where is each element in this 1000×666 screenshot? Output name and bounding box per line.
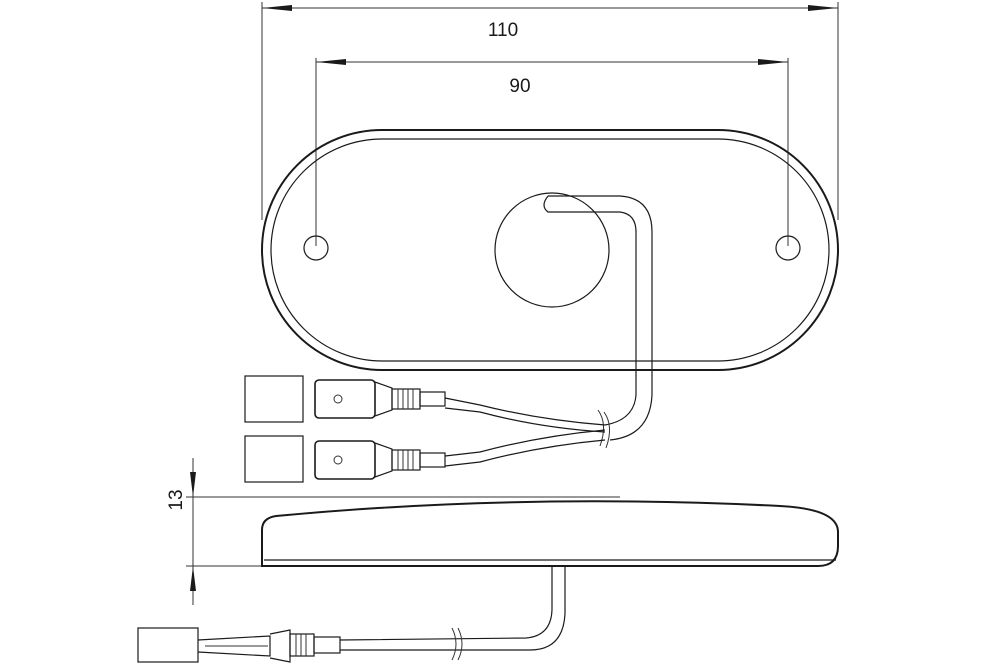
wire-split xyxy=(444,397,606,467)
mounting-hole-right xyxy=(775,235,801,261)
dimension-label-90: 90 xyxy=(509,76,530,97)
lamp-side-view xyxy=(137,500,839,663)
cable-grommet xyxy=(494,192,610,308)
housing-side-profile xyxy=(261,500,839,567)
housing-outer-outline xyxy=(261,129,839,371)
flat-connector-side xyxy=(137,627,341,663)
lamp-top-view xyxy=(244,129,839,483)
dimension-label-110: 110 xyxy=(488,20,518,41)
mounting-hole-left xyxy=(303,235,329,261)
dimension-hole-spacing: 90 xyxy=(315,58,789,246)
housing-inner-outline xyxy=(270,138,830,362)
cable-top-view xyxy=(543,195,653,449)
flat-connector-upper xyxy=(244,375,446,423)
dimension-overall-width: 110 xyxy=(261,2,839,220)
dimension-label-13: 13 xyxy=(166,489,187,510)
cable-side-view xyxy=(339,566,566,661)
flat-connector-lower xyxy=(244,435,446,483)
